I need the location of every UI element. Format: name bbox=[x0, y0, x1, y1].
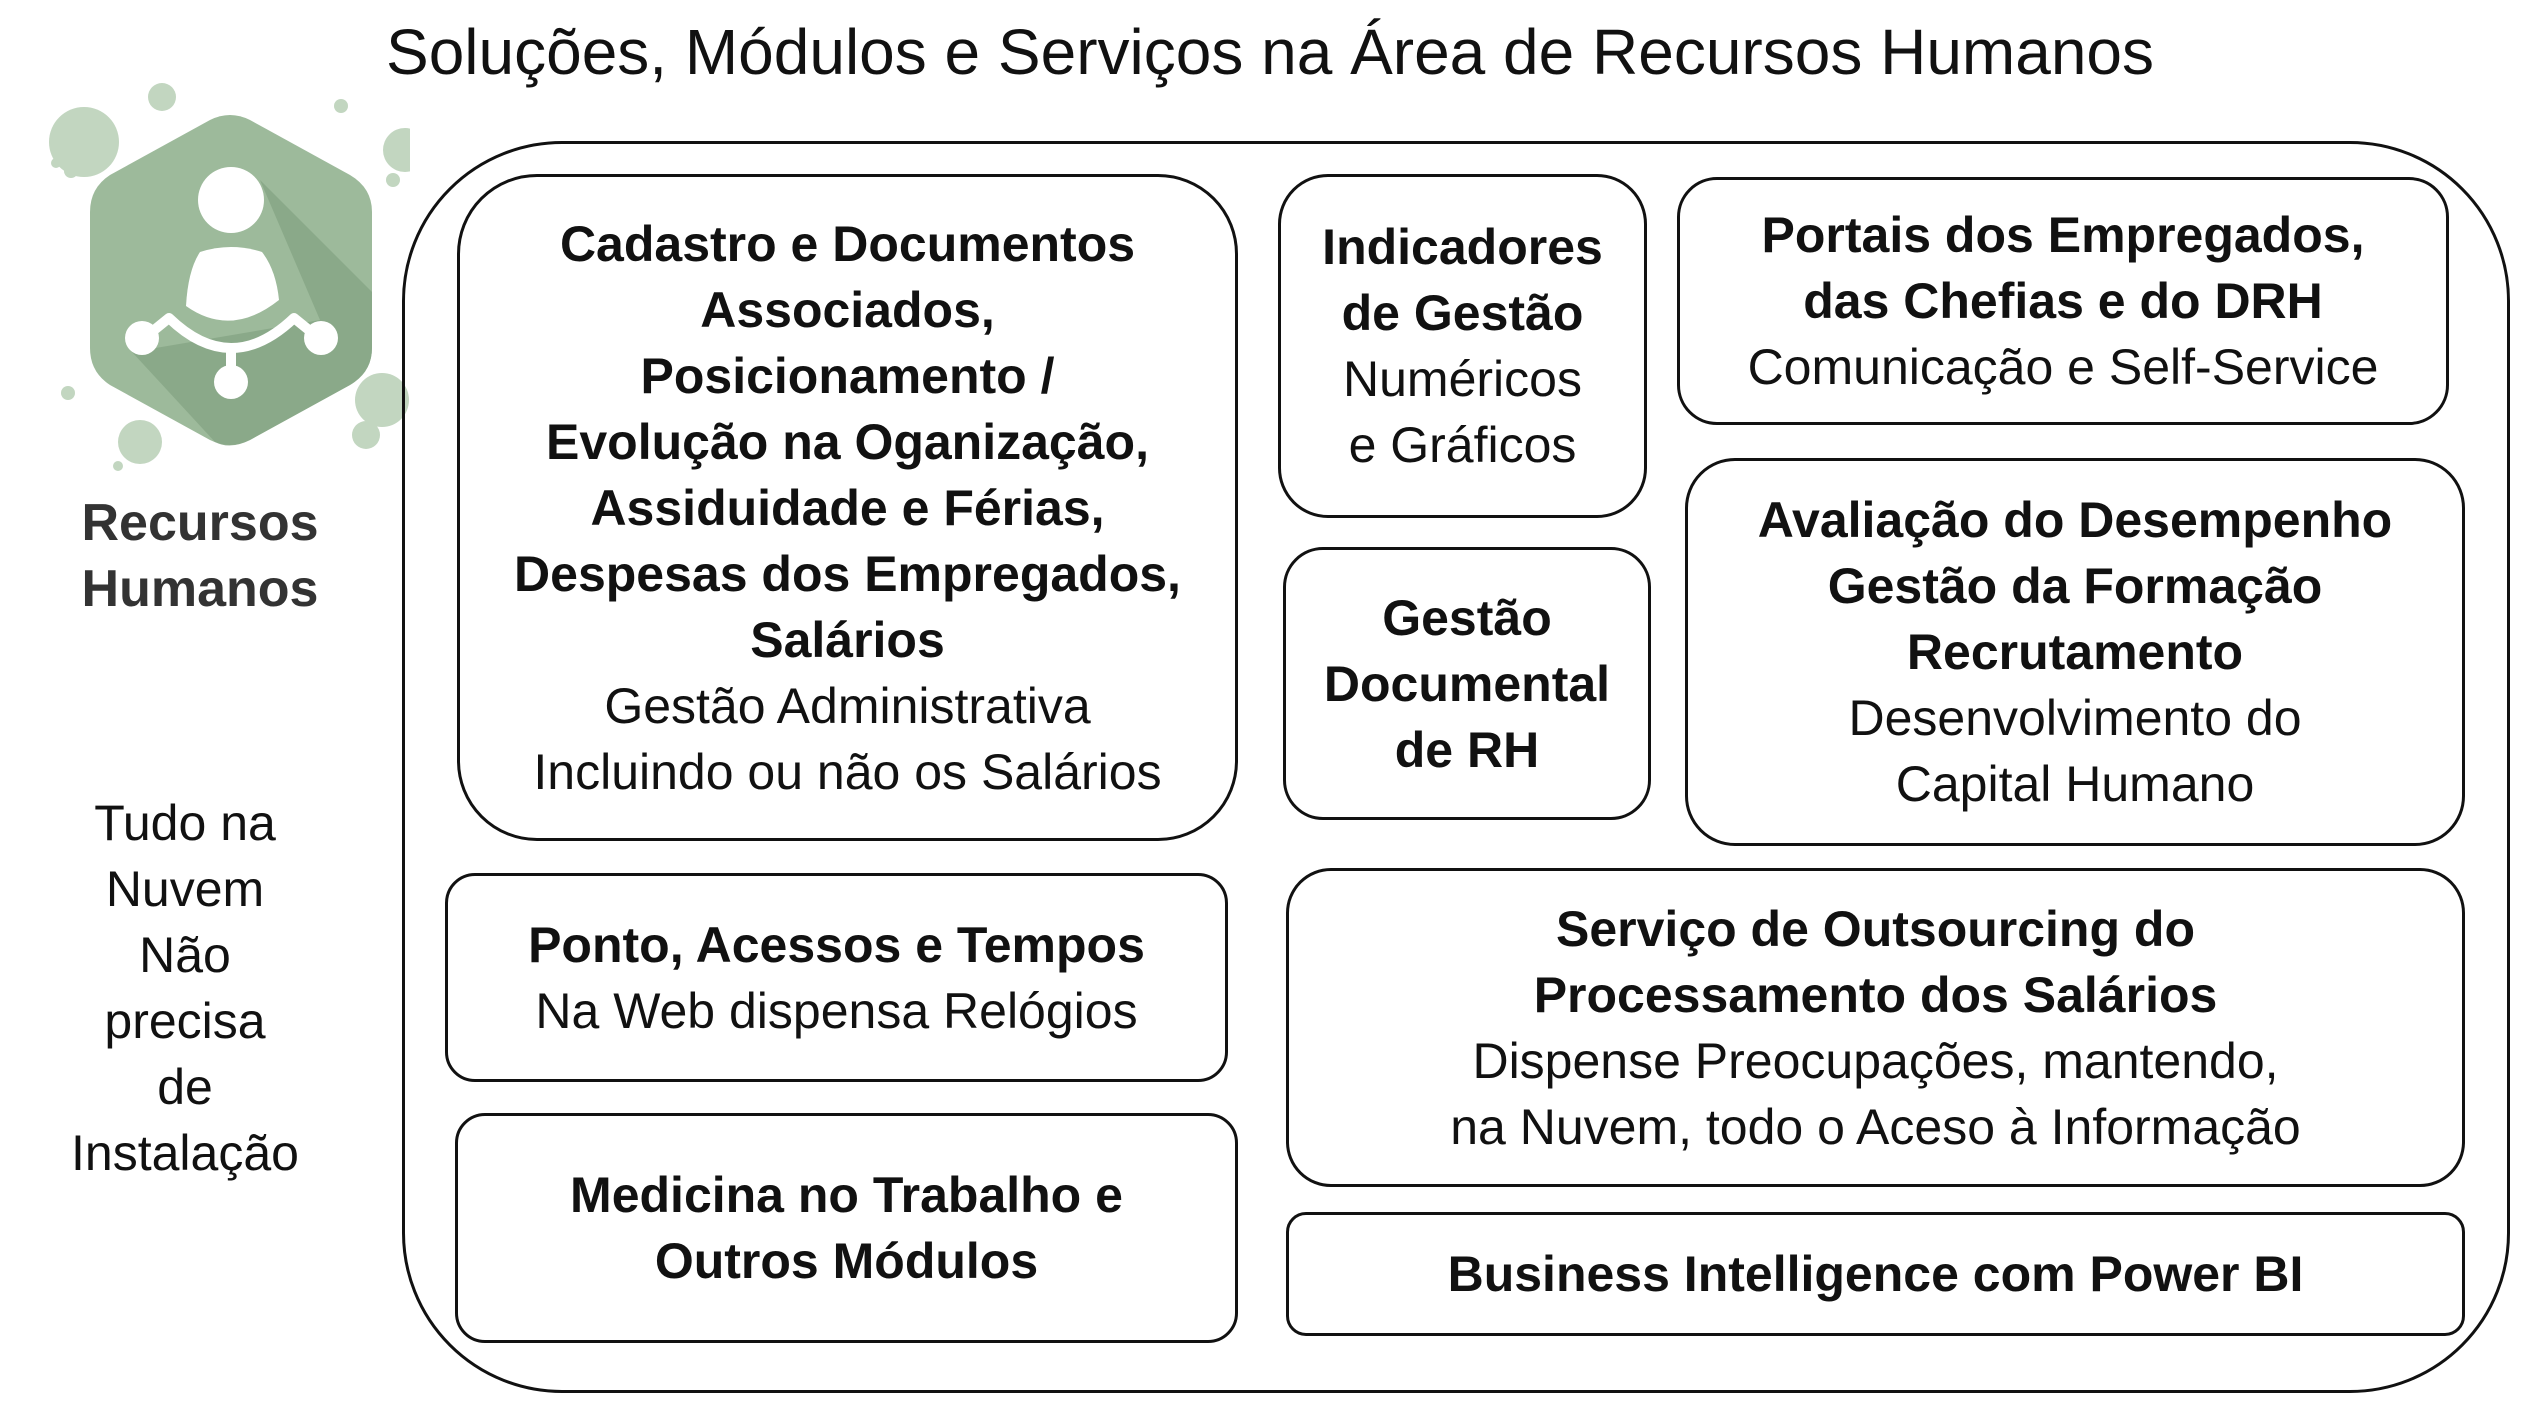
module-title-line: Medicina no Trabalho e bbox=[570, 1167, 1123, 1223]
module-desc-line: Desenvolvimento do bbox=[1848, 690, 2302, 746]
note-line: Instalação bbox=[71, 1125, 299, 1181]
module-title-line: Documental bbox=[1323, 655, 1611, 712]
module-avaliacao: Avaliação do Desempenho Gestão da Formaç… bbox=[1685, 458, 2465, 846]
note-line: Não bbox=[139, 927, 231, 983]
modules-container bbox=[402, 141, 2510, 1393]
module-title-line: Despesas dos Empregados, bbox=[514, 545, 1181, 602]
note-line: de bbox=[157, 1059, 213, 1115]
module-desc-line: e Gráficos bbox=[1348, 417, 1577, 473]
module-desc-line: na Nuvem, todo o Aceso à Informação bbox=[1450, 1098, 2301, 1155]
module-desc-line: Numéricos bbox=[1343, 351, 1582, 407]
page-title: Soluções, Módulos e Serviços na Área de … bbox=[386, 16, 2154, 88]
module-title-line: Processamento dos Salários bbox=[1533, 966, 2218, 1023]
module-desc-line: Capital Humano bbox=[1895, 756, 2255, 812]
module-title-line: Business Intelligence com Power BI bbox=[1447, 1246, 2304, 1302]
note-line: Nuvem bbox=[105, 861, 265, 917]
module-title-line: Portais dos Empregados, bbox=[1761, 207, 2365, 263]
module-title-line: de Gestão bbox=[1341, 285, 1584, 341]
note-line: Tudo na bbox=[94, 795, 276, 851]
module-title-line: Evolução na Oganização, bbox=[546, 413, 1149, 470]
module-desc-line: Dispense Preocupações, mantendo, bbox=[1472, 1032, 2279, 1089]
module-title-line: Gestão bbox=[1382, 589, 1552, 646]
module-desc-line: Na Web dispensa Relógios bbox=[535, 982, 1138, 1039]
module-bi: Business Intelligence com Power BI bbox=[1286, 1212, 2465, 1336]
note-line: precisa bbox=[104, 993, 266, 1049]
module-title-line: de RH bbox=[1394, 721, 1540, 778]
module-portais: Portais dos Empregados, das Chefias e do… bbox=[1677, 177, 2449, 425]
module-title-line: Indicadores bbox=[1322, 219, 1603, 275]
module-title-line: Ponto, Acessos e Tempos bbox=[528, 916, 1145, 973]
module-title-line: Serviço de Outsourcing do bbox=[1556, 900, 2195, 957]
module-title-line: Outros Módulos bbox=[654, 1233, 1039, 1289]
module-title-line: Posicionamento / bbox=[640, 347, 1055, 404]
module-medicina: Medicina no Trabalho e Outros Módulos bbox=[455, 1113, 1238, 1343]
cloud-note: Tudo na Nuvem Não precisa de Instalação bbox=[30, 790, 340, 1186]
module-title-line: Avaliação do Desempenho bbox=[1757, 492, 2393, 548]
module-ponto: Ponto, Acessos e Tempos Na Web dispensa … bbox=[445, 873, 1228, 1082]
brand-line: Humanos bbox=[81, 560, 319, 618]
module-desc-line: Incluindo ou não os Salários bbox=[533, 743, 1162, 800]
module-title-line: Associados, bbox=[700, 281, 995, 338]
module-desc-line: Gestão Administrativa bbox=[604, 677, 1091, 734]
module-gestao-documental: Gestão Documental de RH bbox=[1283, 547, 1651, 820]
module-title-line: das Chefias e do DRH bbox=[1803, 273, 2323, 329]
hr-network-person-icon bbox=[49, 83, 410, 471]
module-title-line: Salários bbox=[750, 611, 945, 668]
module-title-line: Assiduidade e Férias, bbox=[590, 479, 1105, 536]
module-indicadores: Indicadores de Gestão Numéricos e Gráfic… bbox=[1278, 174, 1647, 518]
module-title-line: Cadastro e Documentos bbox=[559, 215, 1136, 272]
brand-label: Recursos Humanos bbox=[40, 490, 360, 622]
module-desc-line: Comunicação e Self-Service bbox=[1747, 339, 2379, 395]
module-outsourcing: Serviço de Outsourcing do Processamento … bbox=[1286, 868, 2465, 1187]
brand-line: Recursos bbox=[81, 494, 319, 552]
module-title-line: Gestão da Formação bbox=[1827, 558, 2323, 614]
module-cadastro: Cadastro e Documentos Associados, Posici… bbox=[457, 174, 1238, 841]
module-title-line: Recrutamento bbox=[1906, 624, 2244, 680]
